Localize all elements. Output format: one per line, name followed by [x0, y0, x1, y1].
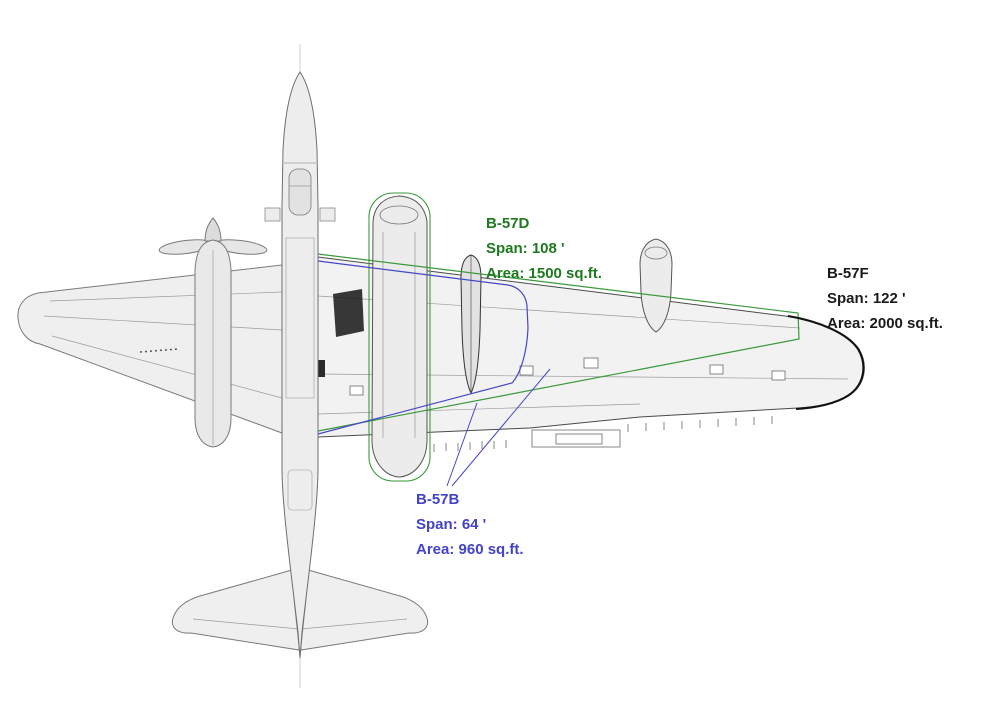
right-engine-nacelle: [368, 192, 431, 482]
left-engine-propeller: [158, 217, 268, 448]
b57b-variant-name: B-57B: [416, 491, 460, 508]
b57f-area-text: Area: 2000 sq.ft.: [827, 315, 943, 332]
b57d-area-text: Area: 1500 sq.ft.: [486, 265, 602, 282]
b57f-wingtip-outline: [787, 315, 865, 410]
b57f-span-text: Span: 122 ': [827, 290, 906, 307]
b57d-span-text: Span: 108 ': [486, 240, 565, 257]
canopy: [288, 168, 312, 216]
right-wing-b57f-planform: [316, 256, 865, 452]
fuselage: [264, 71, 336, 659]
label-b57f: B-57F Span: 122 ' Area: 2000 sq.ft.: [827, 261, 943, 336]
b57b-span-text: Span: 64 ': [416, 516, 487, 533]
b57b-leader-lines: [446, 368, 551, 487]
label-b57d: B-57D Span: 108 ' Area: 1500 sq.ft.: [486, 211, 602, 286]
left-wing: [17, 264, 283, 434]
b57d-variant-name: B-57D: [486, 215, 530, 232]
b57b-area-text: Area: 960 sq.ft.: [416, 541, 524, 558]
b57f-variant-name: B-57F: [827, 265, 869, 282]
b57d-wing-outline: [317, 253, 800, 432]
label-b57b: B-57B Span: 64 ' Area: 960 sq.ft.: [416, 487, 524, 562]
outboard-pods: [460, 238, 673, 395]
b57b-wing-outline: [317, 260, 529, 435]
